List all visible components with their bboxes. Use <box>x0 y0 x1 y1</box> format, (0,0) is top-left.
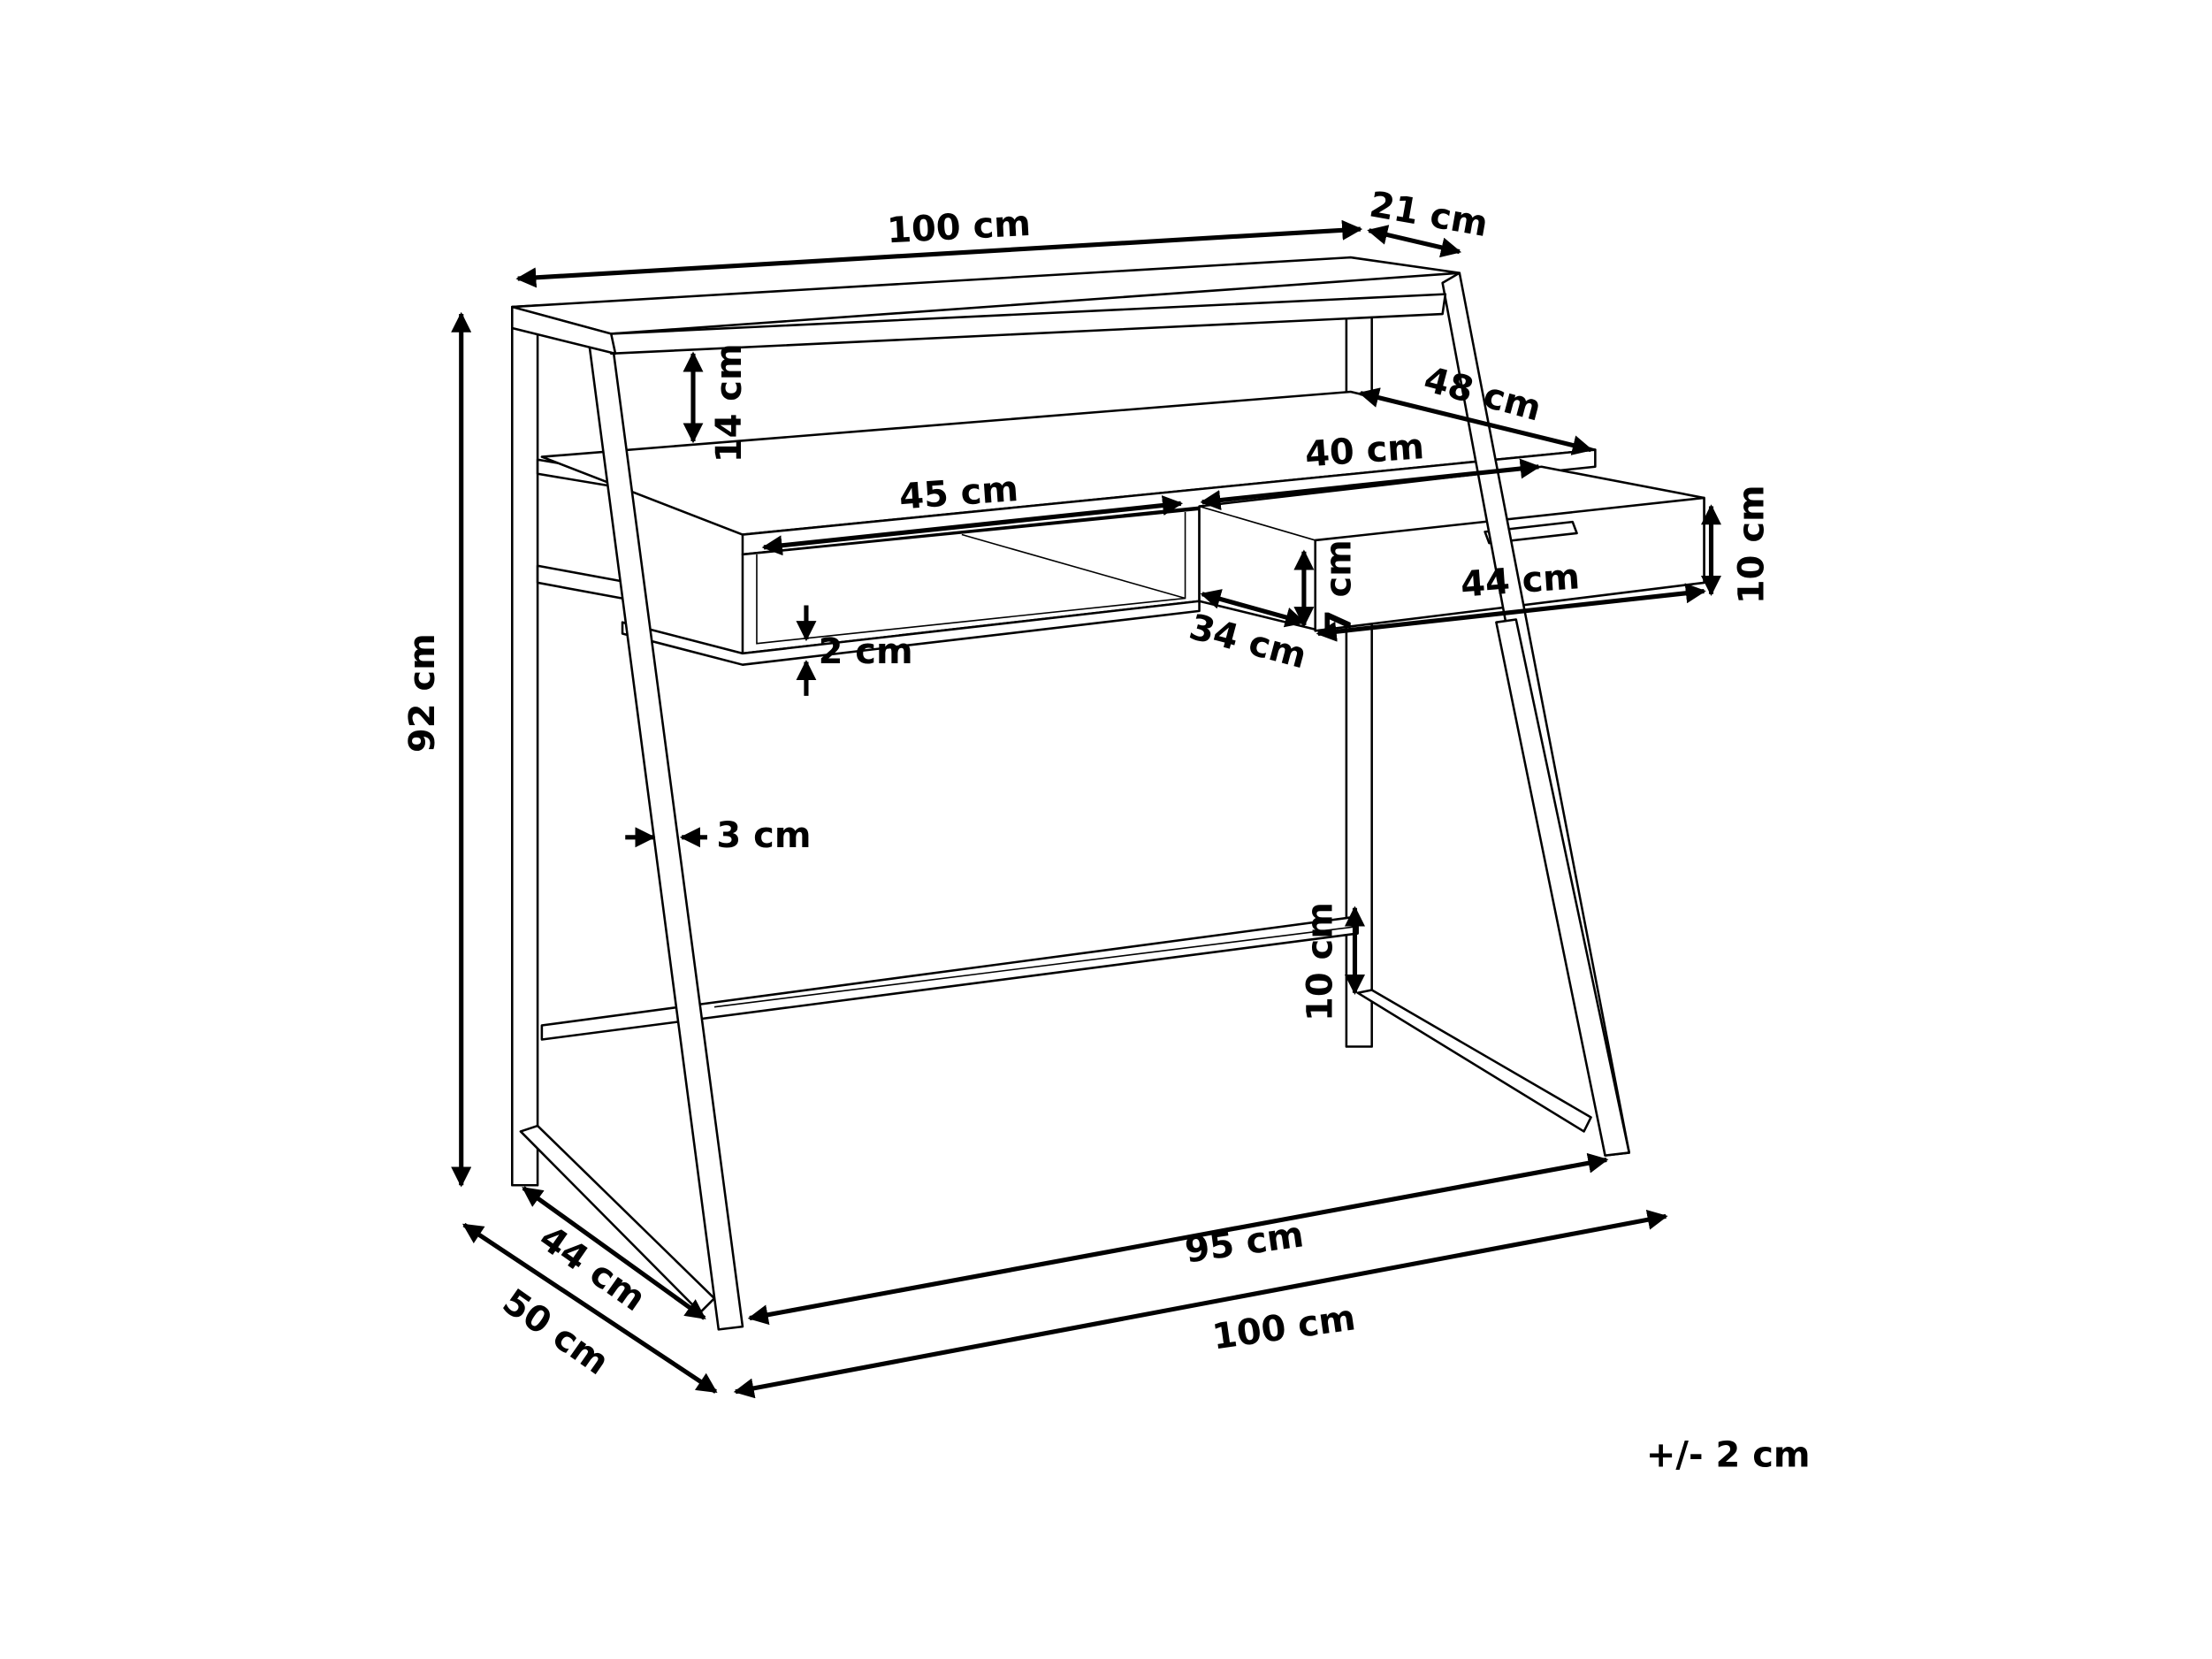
label-drawer-front-height: 10 cm <box>1731 485 1772 604</box>
label-leg-width: 3 cm <box>716 815 811 856</box>
front-left-leg-top <box>511 305 617 356</box>
right-bottom-bar <box>1356 989 1592 1133</box>
label-inner-width: 95 cm <box>1182 1214 1306 1271</box>
compartment-bottom <box>621 600 1201 666</box>
dimension-arrows <box>451 219 1722 1399</box>
left-side-bar-lower <box>536 564 631 601</box>
label-drawer-front-width: 44 cm <box>1460 556 1582 605</box>
label-drawer-width: 40 cm <box>1304 426 1426 475</box>
label-shelf-clearance: 14 cm <box>709 343 750 463</box>
label-total-height: 92 cm <box>402 633 443 753</box>
label-tolerance: +/- 2 cm <box>1646 1434 1811 1475</box>
label-drawer-inner-height: 7 cm <box>1318 539 1359 634</box>
label-compartment-width: 45 cm <box>898 469 1020 517</box>
back-left-leg <box>511 304 539 1187</box>
label-top-width: 100 cm <box>886 203 1032 251</box>
label-lower-bar-height: 10 cm <box>1301 902 1341 1021</box>
label-bottom-width: 100 cm <box>1209 1297 1358 1357</box>
label-panel-thickness: 2 cm <box>819 631 913 672</box>
